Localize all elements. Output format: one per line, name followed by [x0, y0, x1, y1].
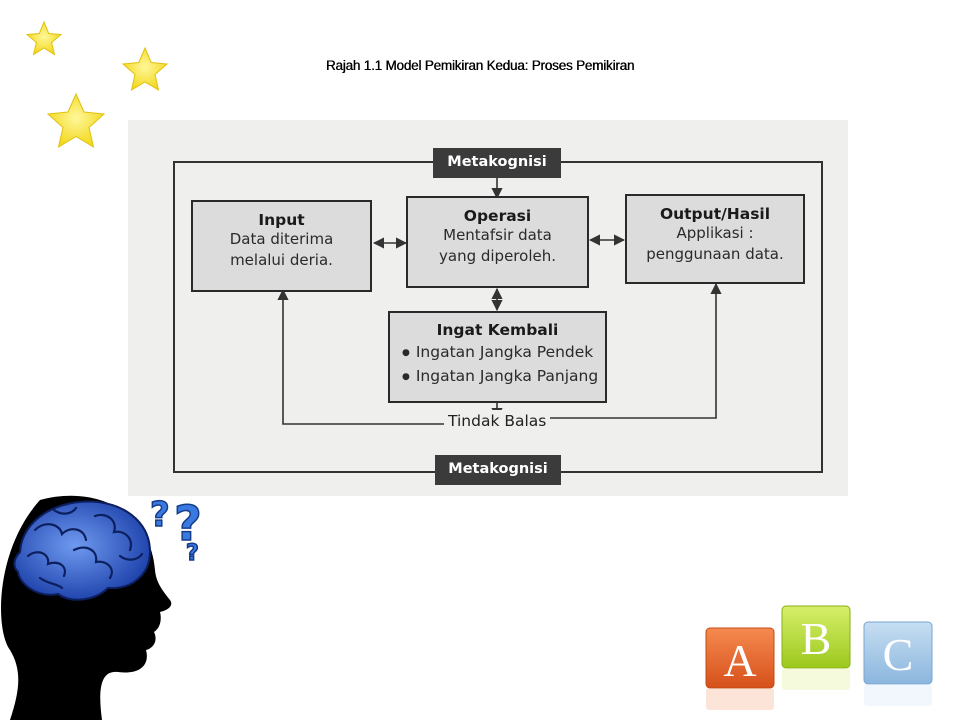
block-b-letter: B — [800, 613, 832, 664]
input-heading: Input — [258, 211, 305, 229]
recall-item: Ingatan Jangka Pendek — [402, 341, 605, 365]
output-line: Applikasi : — [676, 224, 754, 242]
output-heading: Output/Hasil — [659, 205, 771, 223]
operation-heading: Operasi — [463, 207, 532, 225]
block-a-icon — [705, 627, 775, 689]
abc-blocks-decoration: A B C — [700, 600, 940, 715]
arrow-feedback-input — [277, 288, 444, 425]
question-mark-icon: ? — [186, 541, 199, 566]
operation-box: Operasi Mentafsir data yang diperoleh. — [406, 196, 589, 288]
feedback-label: Tindak Balas — [444, 410, 551, 432]
stars-decoration — [25, 20, 169, 149]
head-brain-icon — [1, 495, 172, 720]
block-c-letter: C — [882, 629, 914, 680]
output-box: Output/Hasil Applikasi : penggunaan data… — [625, 194, 805, 284]
star-icon — [25, 20, 63, 56]
question-marks-icon: ? ? ? — [149, 494, 202, 567]
operation-line: yang diperoleh. — [439, 247, 556, 265]
block-b-icon — [781, 605, 851, 669]
abc-blocks-art — [705, 605, 933, 710]
thinking-model-diagram: Metakognisi Input Data diterima melalui … — [128, 120, 848, 496]
arrow-feedback-output — [548, 282, 722, 419]
recall-box: Ingat Kembali Ingatan Jangka Pendek Inga… — [388, 311, 607, 403]
metacognition-top-label: Metakognisi — [433, 148, 561, 178]
question-mark-icon: ? — [174, 496, 202, 552]
operation-line: Mentafsir data — [443, 226, 552, 244]
star-icon — [121, 46, 169, 92]
output-line: penggunaan data. — [646, 245, 784, 263]
input-line: Data diterima — [229, 230, 334, 248]
input-line: melalui deria. — [230, 251, 333, 269]
star-icon — [46, 92, 106, 149]
input-box: Input Data diterima melalui deria. — [191, 200, 372, 292]
recall-item: Ingatan Jangka Panjang — [402, 365, 605, 389]
block-c-icon — [863, 621, 933, 685]
recall-heading: Ingat Kembali — [436, 321, 559, 339]
question-mark-icon: ? — [150, 495, 170, 535]
recall-list: Ingatan Jangka Pendek Ingatan Jangka Pan… — [390, 341, 605, 389]
slide-title: Rajah 1.1 Model Pemikiran Kedua: Proses … — [325, 58, 635, 73]
metacognition-bottom-label: Metakognisi — [435, 455, 561, 485]
block-a-letter: A — [723, 635, 757, 686]
